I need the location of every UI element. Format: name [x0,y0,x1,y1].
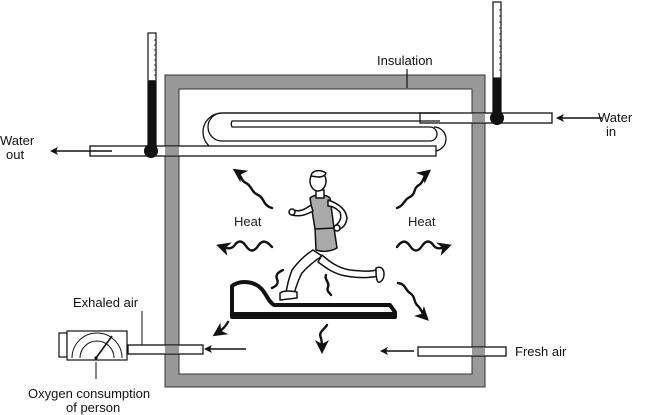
treadmill [230,280,397,319]
oxygen-meter [58,330,128,361]
insulation-label: Insulation [377,53,433,68]
heat-label-left: Heat [234,214,262,229]
heat-wave-bottom [314,323,329,354]
water-in-label-line1: Water [598,110,633,125]
heat-wave-lower-left [212,320,230,337]
thermometer-water-out [144,32,158,158]
heat-label-right: Heat [408,214,436,229]
exhaled-air-pipe [127,344,204,355]
water-in-pipe [419,112,553,124]
fresh-air-pipe [417,346,507,357]
heat-wave-right [395,240,452,256]
water-in-label-line2: in [606,124,616,139]
oxygen-label-line2: of person [66,400,120,415]
water-out-pipe [89,145,437,157]
heat-wave-upper-right [395,169,432,210]
heat-squiggle-1 [270,268,285,290]
exhaled-air-label: Exhaled air [73,295,139,310]
heat-wave-upper-left [232,168,274,210]
water-out-label-line2: out [6,147,24,162]
fresh-air-label: Fresh air [515,344,567,359]
thermometer-water-in [490,1,504,125]
runner [279,169,385,301]
heat-squiggle-2 [324,273,333,297]
heat-wave-lower-right [396,281,429,321]
heat-wave-left [216,240,274,256]
oxygen-label-line1: Oxygen consumption [28,386,150,401]
water-out-label-line1: Water [0,133,35,148]
heat-waves [212,168,452,354]
